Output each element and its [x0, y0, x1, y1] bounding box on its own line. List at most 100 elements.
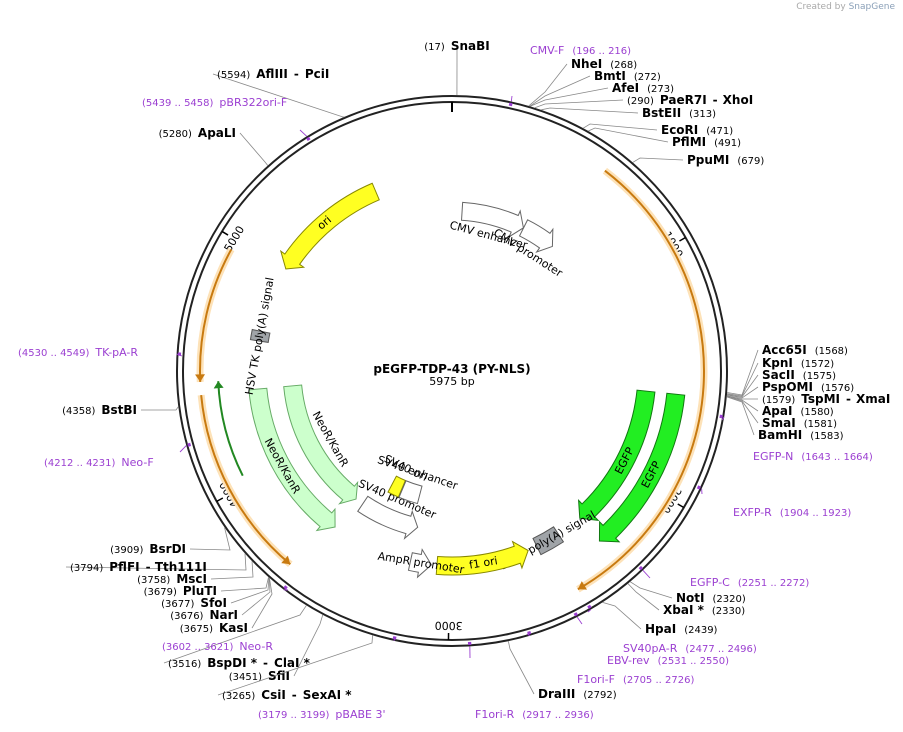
enzyme-acc65i[interactable]: Acc65I(1568)	[762, 343, 848, 357]
enzyme-leader-bstbi	[141, 406, 179, 411]
enzyme-leader-bamhi	[726, 396, 755, 436]
primer-exfp-r[interactable]: EXFP-R(1904 .. 1923)	[733, 506, 851, 519]
enzyme-leader-apali	[239, 132, 269, 166]
enzyme-leader-pluti	[220, 577, 269, 592]
feature-sv40-promoter[interactable]	[357, 495, 419, 540]
feature-hsv-tk-poly-a-signal[interactable]	[249, 328, 271, 343]
green-orf	[217, 381, 244, 477]
enzyme-leader-kpni	[727, 362, 759, 397]
enzyme-leader-nhei	[528, 63, 568, 107]
enzyme-bsteii[interactable]: BstEII(313)	[642, 106, 716, 120]
enzyme-leader-pflmi	[588, 127, 669, 143]
enzyme-sfoi[interactable]: (3677)SfoI	[161, 596, 227, 610]
primer-pbr322ori-f[interactable]: (5439 .. 5458)pBR322ori-F	[142, 96, 287, 109]
enzyme-nhei[interactable]: NheI(268)	[571, 57, 637, 71]
primer-cmv-f[interactable]: CMV-F(196 .. 216)	[530, 44, 631, 57]
backbone-outer	[176, 95, 728, 647]
primer-mark-egfp-n	[719, 414, 723, 419]
enzyme-leader-smai	[726, 395, 759, 424]
enzyme-pspomi[interactable]: PspOMI(1576)	[762, 380, 854, 394]
enzyme-hpai[interactable]: HpaI(2439)	[645, 622, 718, 636]
primer-mark-pbabe-3	[392, 636, 397, 640]
feature-sv40-enhancer[interactable]	[398, 480, 423, 505]
feature-ori[interactable]	[279, 182, 380, 270]
enzyme-paer7i[interactable]: (290)PaeR7I-XhoI	[627, 93, 753, 107]
primer-leader-cmv-f	[510, 95, 513, 102]
orange-orf-1	[577, 169, 705, 591]
primer-f1ori-r[interactable]: F1ori-R(2917 .. 2936)	[475, 708, 594, 721]
enzyme-noti[interactable]: NotI(2320)	[676, 591, 746, 605]
enzyme-bmti[interactable]: BmtI(272)	[594, 69, 661, 83]
primer-mark-pbr322ori-f	[306, 136, 311, 142]
feature-cmv-enhancer[interactable]	[460, 201, 524, 238]
enzyme-bsrdi[interactable]: (3909)BsrDI	[110, 542, 186, 556]
enzyme-bamhi[interactable]: BamHI(1583)	[758, 428, 844, 442]
enzyme-leader-apai	[726, 395, 759, 412]
plasmid-length: 5975 bp	[429, 375, 474, 388]
enzyme-tspmi[interactable]: (1579)TspMI-XmaI	[762, 392, 890, 406]
primer-mark-cmv-f	[508, 102, 513, 107]
enzyme-msci[interactable]: (3758)MscI	[137, 572, 207, 586]
tick-mark	[679, 236, 686, 242]
enzyme-leader-csii	[217, 635, 373, 696]
tick-label: 3000	[435, 619, 463, 632]
enzyme-leader-bspdi	[163, 605, 307, 664]
enzyme-leader-sfoi	[230, 577, 270, 604]
feature-egfp[interactable]	[578, 389, 656, 522]
enzyme-leader-bsrdi	[189, 527, 231, 551]
feature-f1-ori[interactable]	[435, 540, 529, 576]
primer-sv40pa-r[interactable]: SV40pA-R(2477 .. 2496)	[623, 642, 757, 655]
enzyme-apai[interactable]: ApaI(1580)	[762, 404, 834, 418]
enzyme-ecori[interactable]: EcoRI(471)	[661, 123, 733, 137]
enzyme-bspdi[interactable]: (3516)BspDI *-ClaI *	[168, 656, 311, 670]
enzyme-pluti[interactable]: (3679)PluTI	[144, 584, 217, 598]
primer-ebv-rev[interactable]: EBV-rev(2531 .. 2550)	[607, 654, 729, 667]
enzyme-sites: (17)SnaBI NheI(268)BmtI(272)AfeI(273)(290…	[62, 39, 890, 702]
enzyme-leader-sacii	[726, 374, 759, 398]
enzyme-bstbi[interactable]: (4358)BstBI	[62, 403, 137, 417]
enzyme-pflmi[interactable]: PflMI(491)	[672, 135, 741, 149]
enzyme-xbai[interactable]: XbaI *(2330)	[663, 603, 745, 617]
enzyme-leader-tspmi	[726, 395, 758, 400]
primer-leader-ebv-rev	[576, 616, 583, 625]
primer-pbabe-3[interactable]: (3179 .. 3199)pBABE 3'	[258, 708, 386, 721]
enzyme-smai[interactable]: SmaI(1581)	[762, 416, 837, 430]
orange-orf-1-head	[577, 581, 588, 590]
snapgene-brand: SnapGene	[848, 2, 895, 12]
enzyme-apali[interactable]: (5280)ApaLI	[159, 126, 236, 140]
enzyme-leader-nari	[241, 577, 271, 616]
primer-mark-neo-f	[187, 442, 192, 447]
primer-neo-r[interactable]: (3602 .. 3621)Neo-R	[162, 640, 273, 653]
enzyme-leader-pflfi	[65, 553, 247, 571]
feature-neor-kanr[interactable]	[283, 384, 359, 505]
feature-sv40-ori[interactable]	[387, 475, 407, 498]
primer-mark-egfp-c	[638, 565, 644, 571]
primer-mark-neo-r	[283, 585, 288, 590]
primer-f1ori-f[interactable]: F1ori-F(2705 .. 2726)	[577, 673, 694, 686]
feature-ampr-promoter[interactable]	[407, 548, 433, 579]
enzyme-ppumi[interactable]: PpuMI(679)	[687, 153, 764, 167]
enzyme-snabi[interactable]: (17)SnaBI	[424, 39, 489, 53]
enzyme-afliii[interactable]: (5594)AflIII-PciI	[217, 67, 329, 81]
enzyme-afei[interactable]: AfeI(273)	[612, 81, 674, 95]
primer-egfp-n[interactable]: EGFP-N(1643 .. 1664)	[753, 450, 873, 463]
feature-cmv-promoter[interactable]	[518, 219, 554, 254]
primer-neo-f[interactable]: (4212 .. 4231)Neo-F	[44, 456, 154, 469]
enzyme-leader-acc65i	[727, 349, 759, 396]
enzyme-nari[interactable]: (3676)NarI	[170, 608, 238, 622]
primer-mark-sv40pa-r	[587, 604, 592, 610]
enzyme-kpni[interactable]: KpnI(1572)	[762, 356, 834, 370]
feature-sv40-poly-a-signal[interactable]	[532, 526, 565, 556]
primer-egfp-c[interactable]: EGFP-C(2251 .. 2272)	[690, 576, 809, 589]
feature-neor-kanr[interactable]	[248, 387, 336, 532]
enzyme-sacii[interactable]: SacII(1575)	[762, 368, 836, 382]
enzyme-leader-msci	[210, 561, 254, 580]
primer-tk-pa-r[interactable]: (4530 .. 4549)TK-pA-R	[18, 346, 138, 359]
enzyme-leader-afliii	[212, 73, 345, 118]
enzyme-draiii[interactable]: DraIII(2792)	[538, 687, 617, 701]
enzyme-kasi[interactable]: (3675)KasI	[180, 621, 248, 635]
enzyme-csii[interactable]: (3265)CsiI-SexAI *	[222, 688, 352, 702]
enzyme-leader-xbai	[627, 583, 660, 611]
feature-egfp[interactable]	[598, 392, 686, 543]
enzyme-pflfi[interactable]: (3794)PflFI-Tth111I	[70, 560, 207, 574]
